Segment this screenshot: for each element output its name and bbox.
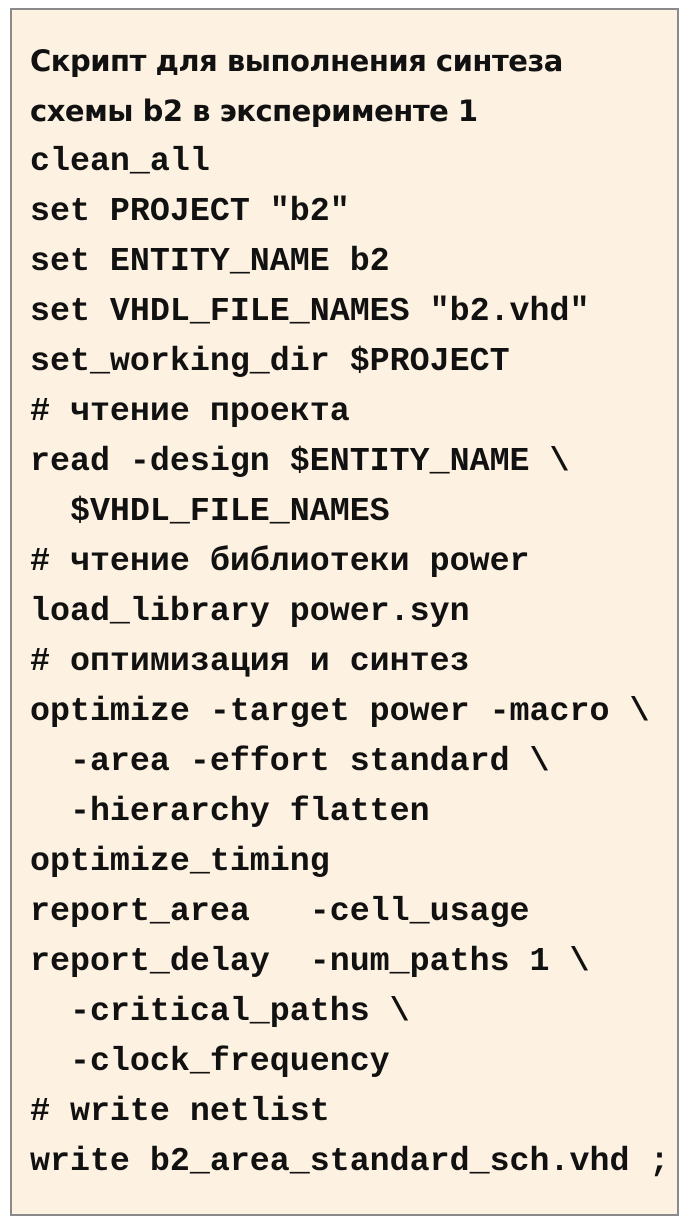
code-line: -clock_frequency [30,1042,390,1080]
script-code-block: clean_all set PROJECT "b2" set ENTITY_NA… [30,136,669,1186]
script-title-line-1: Скрипт для выполнения синтеза [30,44,563,78]
code-line: report_area -cell_usage [30,892,530,930]
code-comment-line: # write netlist [30,1092,330,1130]
code-line: write b2_area_standard_sch.vhd ; [30,1142,670,1180]
code-line: optimize -target power -macro \ [30,692,650,730]
code-comment-line: # оптимизация и синтез [30,642,470,680]
script-title: Скрипт для выполнения синтеза схемы b2 в… [30,36,670,136]
code-comment-line: # чтение библиотеки power [30,542,530,580]
code-line: -critical_paths \ [30,992,410,1030]
code-line: optimize_timing [30,842,330,880]
code-line: -hierarchy flatten [30,792,430,830]
code-line: set_working_dir $PROJECT [30,342,510,380]
script-title-line-2: схемы b2 в эксперименте 1 [30,94,478,128]
code-line: set VHDL_FILE_NAMES "b2.vhd" [30,292,590,330]
code-line: set PROJECT "b2" [30,192,350,230]
script-panel: Скрипт для выполнения синтеза схемы b2 в… [10,8,679,1216]
code-line: load_library power.syn [30,592,470,630]
code-line: -area -effort standard \ [30,742,550,780]
code-line: clean_all [30,142,210,180]
code-line: report_delay -num_paths 1 \ [30,942,590,980]
code-line: $VHDL_FILE_NAMES [30,492,390,530]
code-line: read -design $ENTITY_NAME \ [30,442,570,480]
code-comment-line: # чтение проекта [30,392,350,430]
code-line: set ENTITY_NAME b2 [30,242,390,280]
